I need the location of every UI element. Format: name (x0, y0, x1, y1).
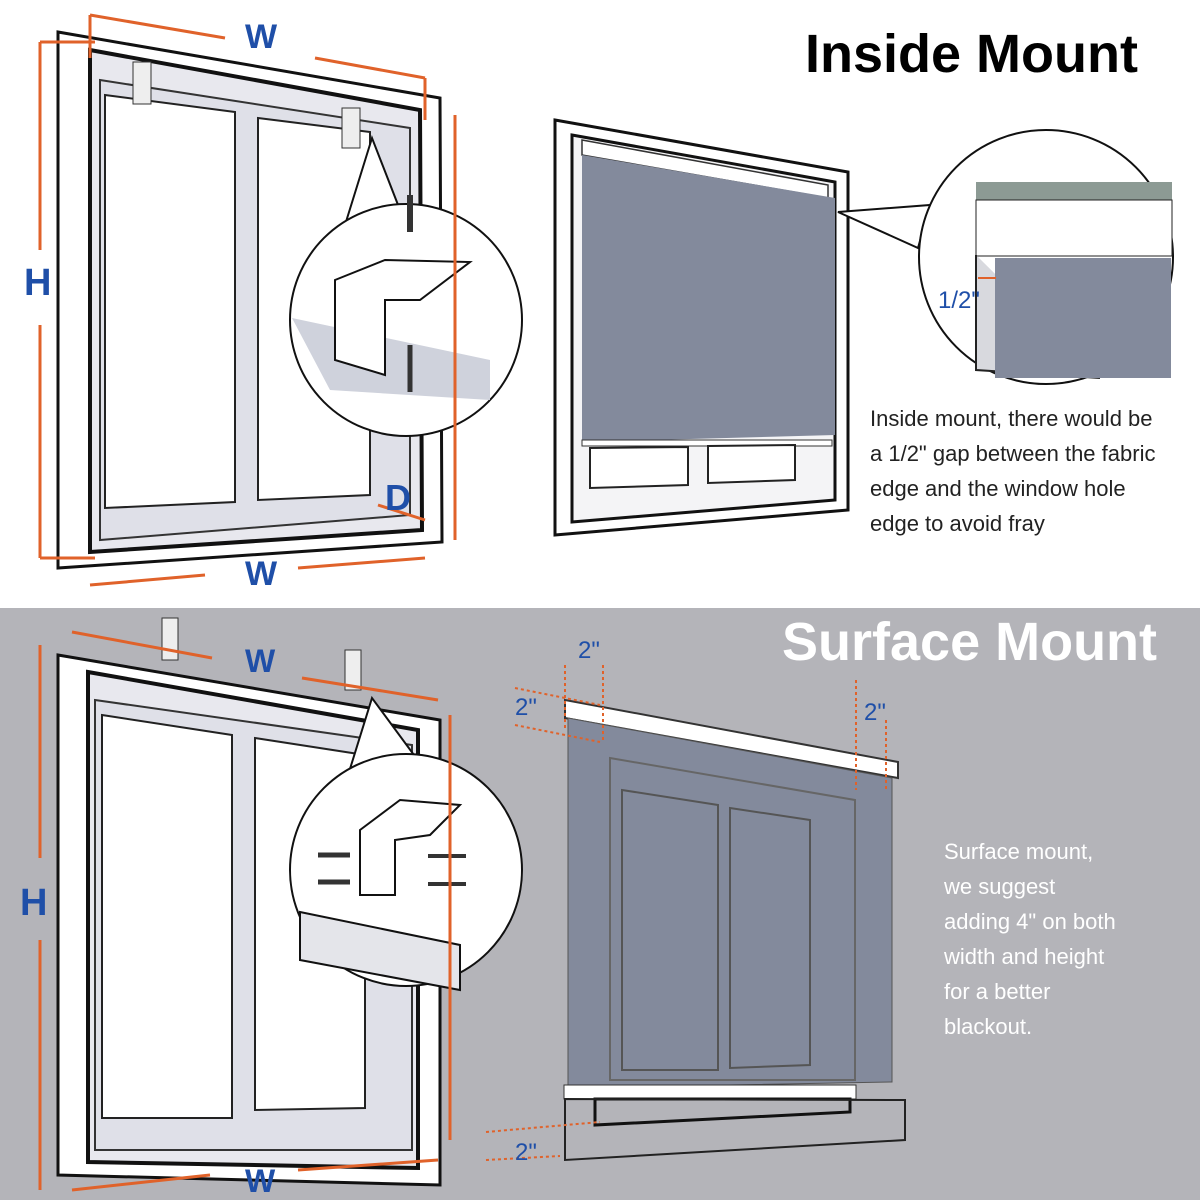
inside-h-label: H (24, 262, 51, 304)
surface-offset-lines (485, 665, 887, 1161)
surface-shade-illustration (563, 698, 906, 1162)
inside-d-label: D (385, 477, 411, 518)
bracket-icon (344, 649, 362, 691)
svg-text:a 1/2" gap between the fabric: a 1/2" gap between the fabric (870, 441, 1155, 466)
svg-text:Surface mount,: Surface mount, (944, 839, 1093, 864)
surface-w-bottom-label: W (245, 1163, 276, 1199)
inside-gap-callout (837, 129, 1174, 385)
svg-text:edge and the window hole: edge and the window hole (870, 476, 1126, 501)
fabric (582, 155, 835, 442)
svg-text:blackout.: blackout. (944, 1014, 1032, 1039)
inside-shade-illustration (553, 118, 850, 537)
surface-measure-lines (38, 630, 452, 1192)
svg-text:width and height: width and height (943, 944, 1104, 969)
surface-offset-top-label: 2" (578, 637, 600, 664)
inside-mount-title: Inside Mount (805, 24, 1138, 84)
surface-h-label: H (20, 882, 47, 924)
surface-bracket-callout (289, 695, 523, 992)
svg-text:edge to avoid fray: edge to avoid fray (870, 511, 1045, 536)
inside-gap-label: 1/2" (938, 287, 980, 314)
svg-text:Inside mount, there would be: Inside mount, there would be (870, 406, 1153, 431)
surface-mount-note: Surface mount, we suggest adding 4" on b… (943, 839, 1116, 1039)
surface-mount-title: Surface Mount (782, 612, 1157, 672)
bracket-icon (132, 61, 152, 105)
surface-offset-bottom-label: 2" (515, 1139, 537, 1166)
inside-bracket-callout (289, 134, 523, 437)
svg-text:adding 4" on both: adding 4" on both (944, 909, 1116, 934)
surface-offset-right-label: 2" (864, 699, 886, 726)
inside-w-bottom-label: W (245, 555, 278, 593)
bracket-icon (161, 617, 179, 661)
surface-w-top-label: W (245, 643, 276, 679)
svg-text:for a better: for a better (944, 979, 1050, 1004)
bracket-icon (341, 107, 361, 149)
inside-measure-lines (38, 13, 457, 587)
inside-w-top-label: W (245, 18, 278, 56)
inside-mount-note: Inside mount, there would be a 1/2" gap … (870, 406, 1155, 536)
svg-text:we suggest: we suggest (943, 874, 1055, 899)
surface-offset-left-label: 2" (515, 694, 537, 721)
